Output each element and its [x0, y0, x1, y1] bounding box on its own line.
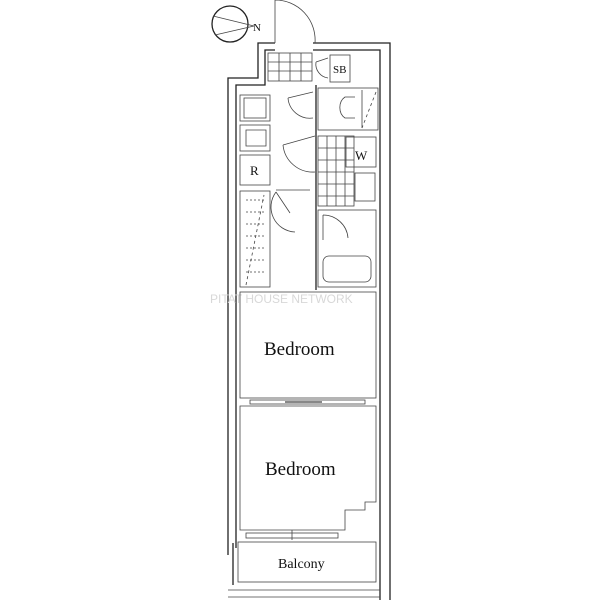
- washroom-door[interactable]: [282, 135, 316, 173]
- hall-door[interactable]: [270, 189, 310, 233]
- washer-label: W: [355, 148, 368, 163]
- entrance-tiles: [267, 52, 313, 82]
- bedroom-1: Bedroom: [239, 291, 377, 399]
- bedroom-1-label: Bedroom: [264, 339, 335, 360]
- wardrobe: [239, 190, 271, 288]
- sliding-door[interactable]: [249, 399, 366, 405]
- balcony-label: Balcony: [278, 557, 325, 572]
- compass-north-icon: N: [211, 5, 261, 43]
- bedroom-2-label: Bedroom: [265, 459, 336, 480]
- balcony: Balcony: [228, 541, 380, 598]
- entrance-door[interactable]: [274, 0, 316, 44]
- storage-label: SB: [333, 64, 346, 76]
- refrigerator-label: R: [250, 163, 259, 178]
- toilet-room: [317, 87, 379, 131]
- toilet-door[interactable]: [287, 91, 314, 119]
- kitchen: R: [239, 94, 271, 186]
- washroom: W: [317, 135, 377, 207]
- watermark: PITAT HOUSE NETWORK: [210, 292, 353, 306]
- compass-label: N: [253, 22, 261, 34]
- bedroom-2: Bedroom: [239, 405, 377, 531]
- outer-walls: [227, 42, 391, 600]
- balcony-window[interactable]: [245, 530, 339, 540]
- storage-closet: SB: [315, 54, 351, 83]
- bathroom: [317, 209, 377, 288]
